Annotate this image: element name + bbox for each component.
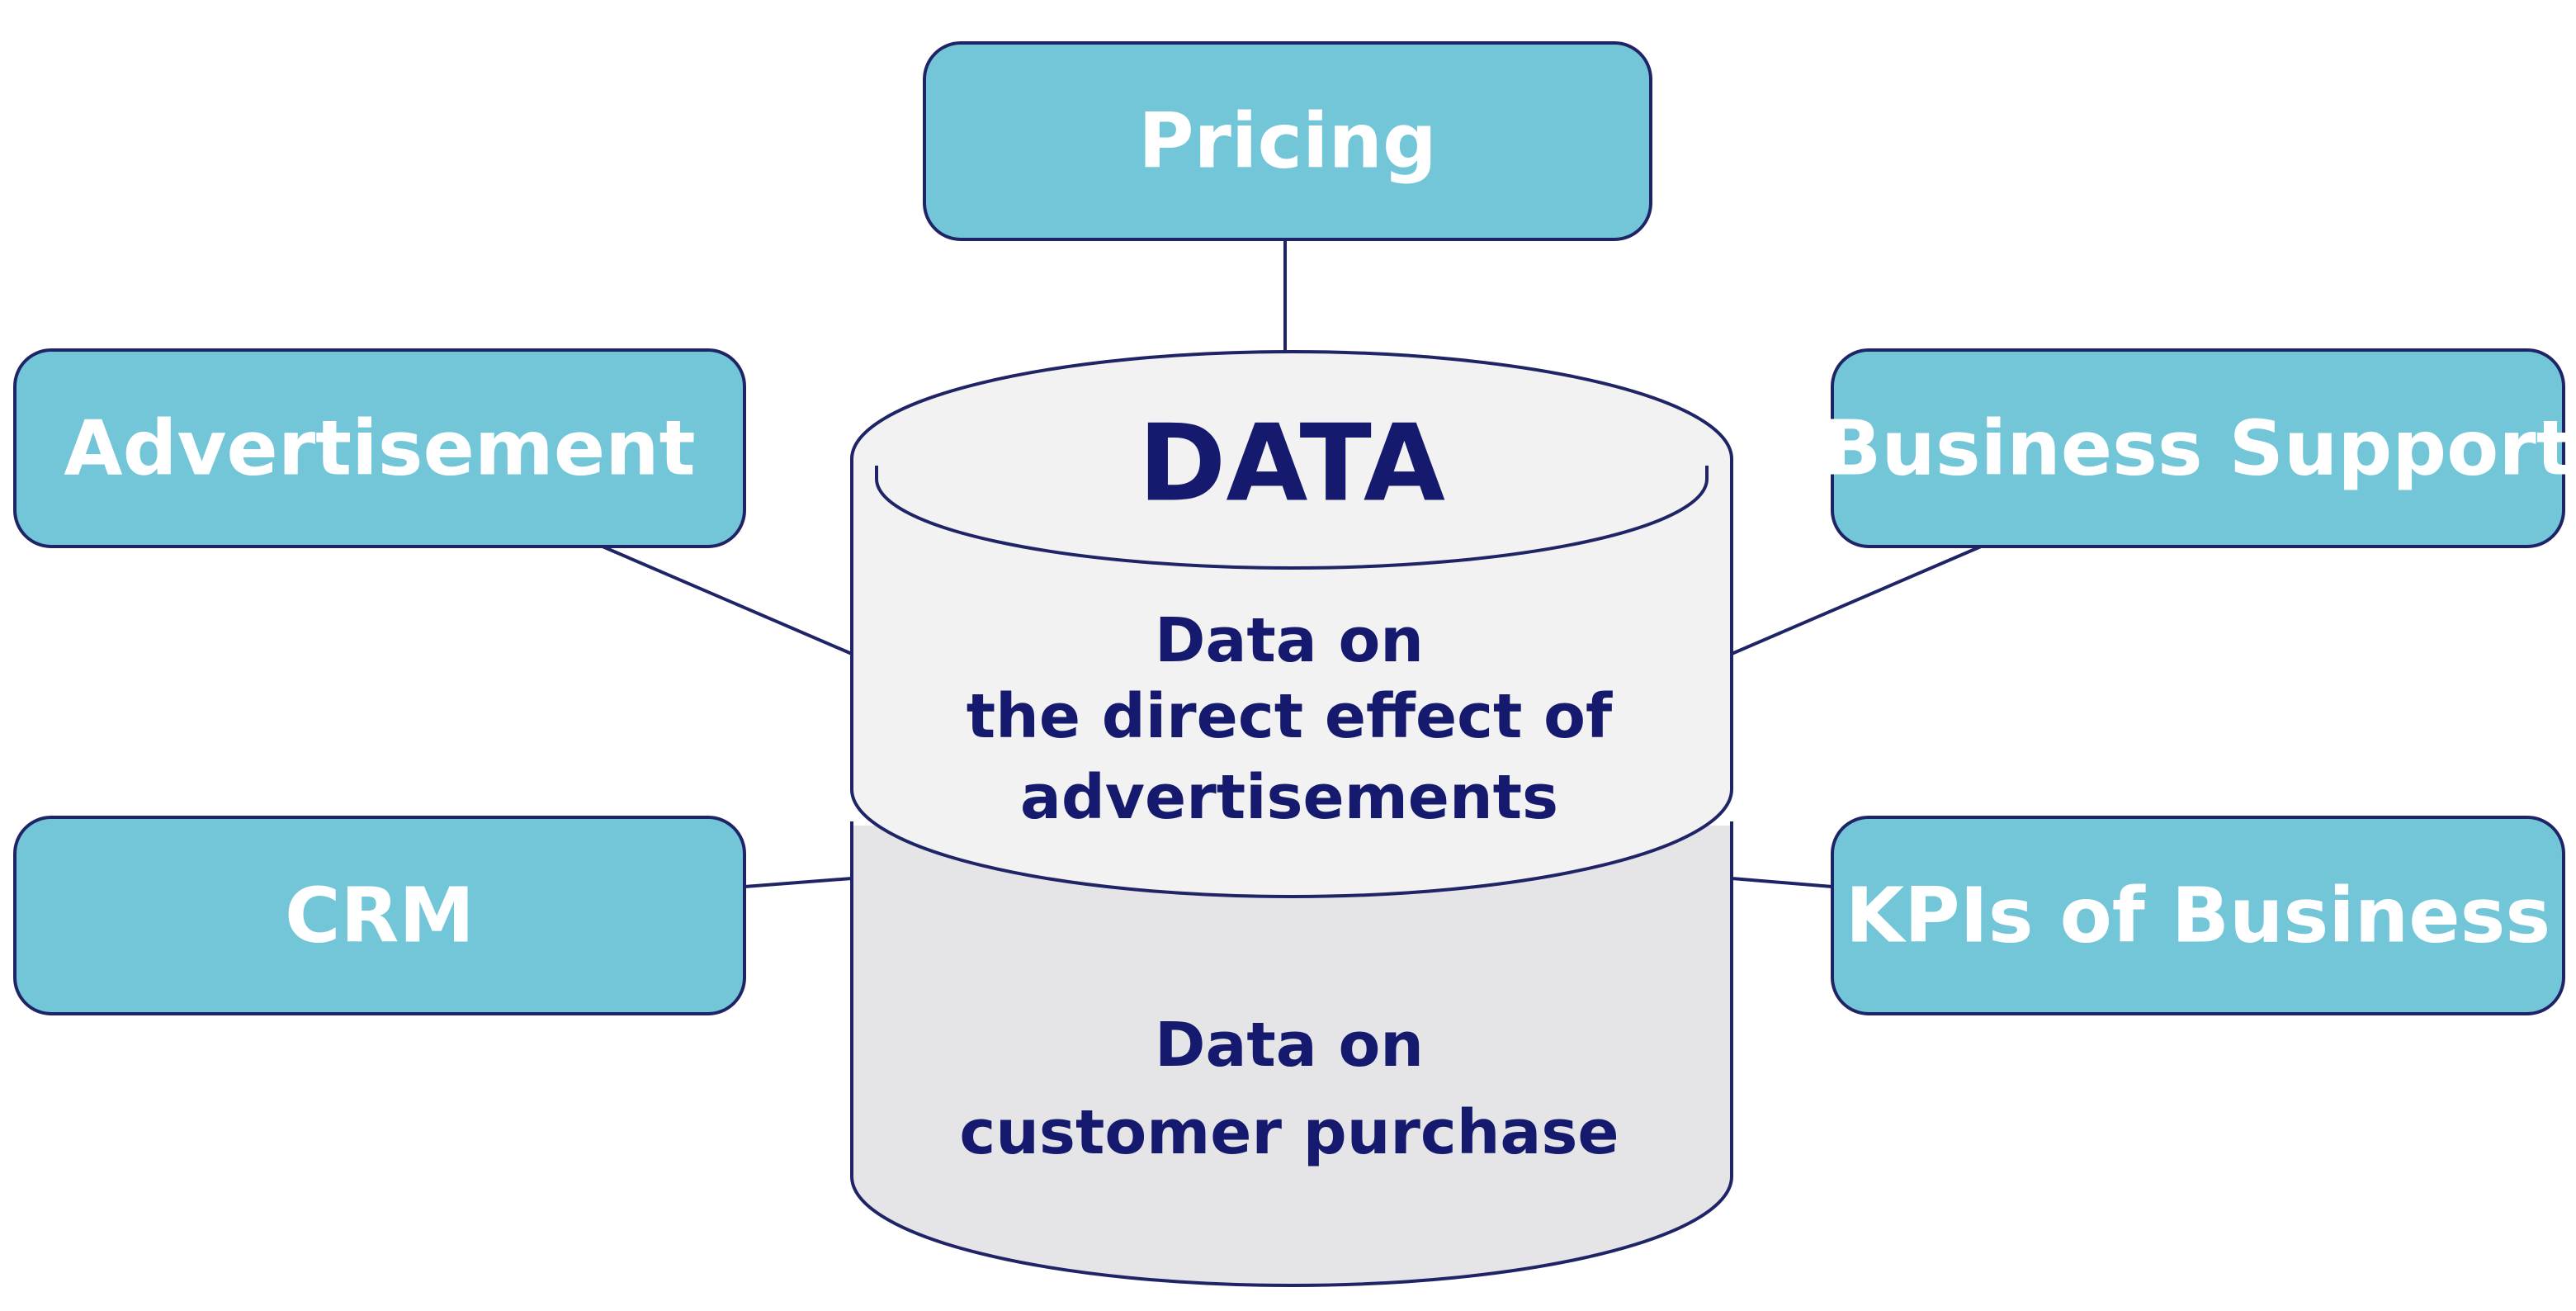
box-business-support-shape [1831, 348, 2565, 548]
box-advertisement: Advertisement [13, 348, 746, 548]
box-kpis-shape [1831, 816, 2565, 1015]
box-crm: CRM [13, 816, 746, 1015]
upper-label-line-2: the direct effect of [967, 681, 1613, 752]
box-pricing-label: Pricing [1138, 97, 1437, 186]
lower-label-line-1: Data on [1155, 1010, 1424, 1081]
cylinder-top-rim [850, 350, 1733, 460]
box-pricing-shape [923, 41, 1652, 241]
cylinder-bottom-curve [850, 1176, 1733, 1287]
upper-label-line-1: Data on [1155, 605, 1424, 676]
cylinder-lower-body [852, 826, 1732, 1285]
box-kpis-label: KPIs of Business [1846, 872, 2550, 960]
connector-business-support [1731, 545, 1982, 656]
connector-kpis [1731, 877, 1833, 888]
cylinder-upper-body [852, 352, 1732, 897]
connector-lines [602, 239, 1982, 888]
upper-label-line-3: advertisements [1020, 762, 1558, 833]
cylinder-lower-section [850, 821, 1733, 1287]
box-crm-shape [13, 816, 746, 1015]
box-advertisement-label: Advertisement [64, 405, 695, 493]
box-business-support: Business Support [1823, 348, 2573, 548]
box-advertisement-shape [13, 348, 746, 548]
connector-crm [744, 877, 853, 888]
box-crm-label: CRM [285, 872, 475, 960]
cylinder-middle-curve [850, 788, 1733, 898]
connector-advertisement [602, 545, 853, 656]
cylinder-inner-rim [875, 466, 1709, 570]
lower-label-line-2: customer purchase [959, 1097, 1619, 1168]
box-pricing: Pricing [923, 41, 1652, 241]
data-cylinder: DATA Data on the direct effect of advert… [850, 350, 1733, 1287]
box-kpis: KPIs of Business [1831, 816, 2565, 1015]
cylinder-upper-section [850, 350, 1733, 898]
cylinder-title: DATA [1138, 403, 1445, 526]
box-business-support-label: Business Support [1823, 405, 2572, 493]
